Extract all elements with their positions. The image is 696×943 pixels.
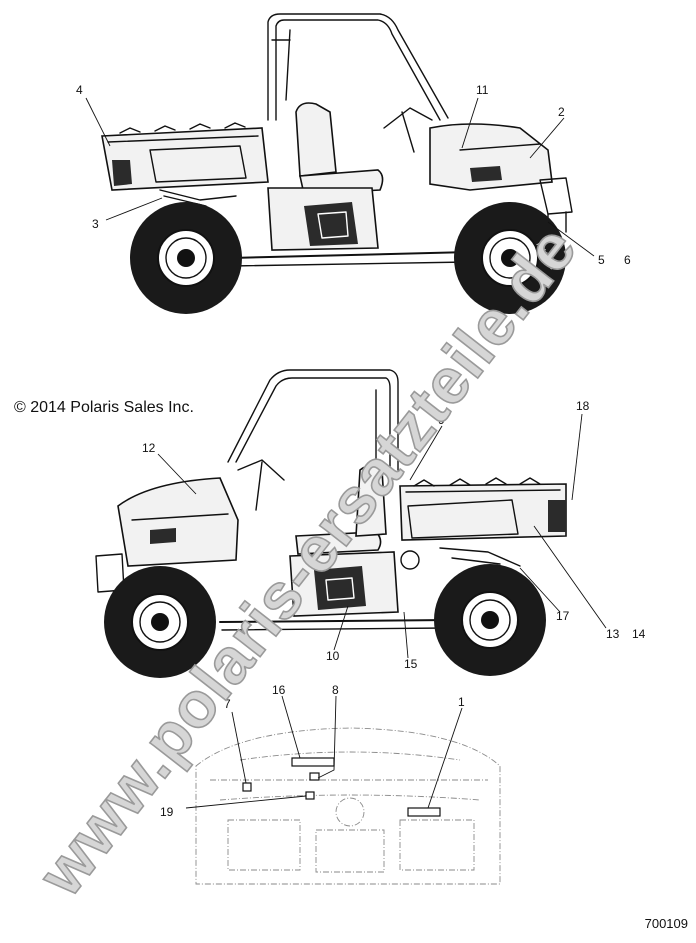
decal-7 (242, 782, 252, 792)
callout-8: 8 (332, 683, 339, 697)
callout-1: 1 (458, 695, 465, 709)
callout-7: 7 (224, 697, 231, 711)
decal-1 (407, 807, 441, 817)
rear-wheel-left (434, 564, 546, 676)
callout-3: 3 (92, 217, 99, 231)
dashboard-front-view: 16 8 7 19 1 (160, 683, 501, 885)
callout-5: 5 (598, 253, 605, 267)
copyright-text: © 2014 Polaris Sales Inc. (14, 399, 194, 416)
callout-17: 17 (556, 609, 570, 623)
front-wheel (454, 202, 566, 314)
decal-16 (291, 757, 335, 767)
callout-14: 14 (632, 627, 646, 641)
callout-16: 16 (272, 683, 286, 697)
callout-19: 19 (160, 805, 174, 819)
front-wheel-left (104, 566, 216, 678)
decal-19 (305, 791, 315, 800)
callout-12: 12 (142, 441, 156, 455)
callout-6: 6 (624, 253, 631, 267)
callout-4: 4 (76, 83, 83, 97)
callout-18: 18 (576, 399, 590, 413)
callout-10: 10 (326, 649, 340, 663)
callout-11: 11 (476, 83, 489, 97)
decal-8 (309, 772, 320, 781)
vehicle-right-side-view: MAXXIS 4 3 11 2 5 6 (76, 13, 631, 314)
part-number: 700109 (644, 916, 688, 931)
callout-2: 2 (558, 105, 565, 119)
rear-wheel (130, 202, 242, 314)
callout-9: 9 (438, 413, 445, 427)
vehicle-left-side-view: 12 9 18 10 15 17 13 14 (95, 369, 646, 678)
callout-15: 15 (404, 657, 418, 671)
callout-13: 13 (606, 627, 620, 641)
